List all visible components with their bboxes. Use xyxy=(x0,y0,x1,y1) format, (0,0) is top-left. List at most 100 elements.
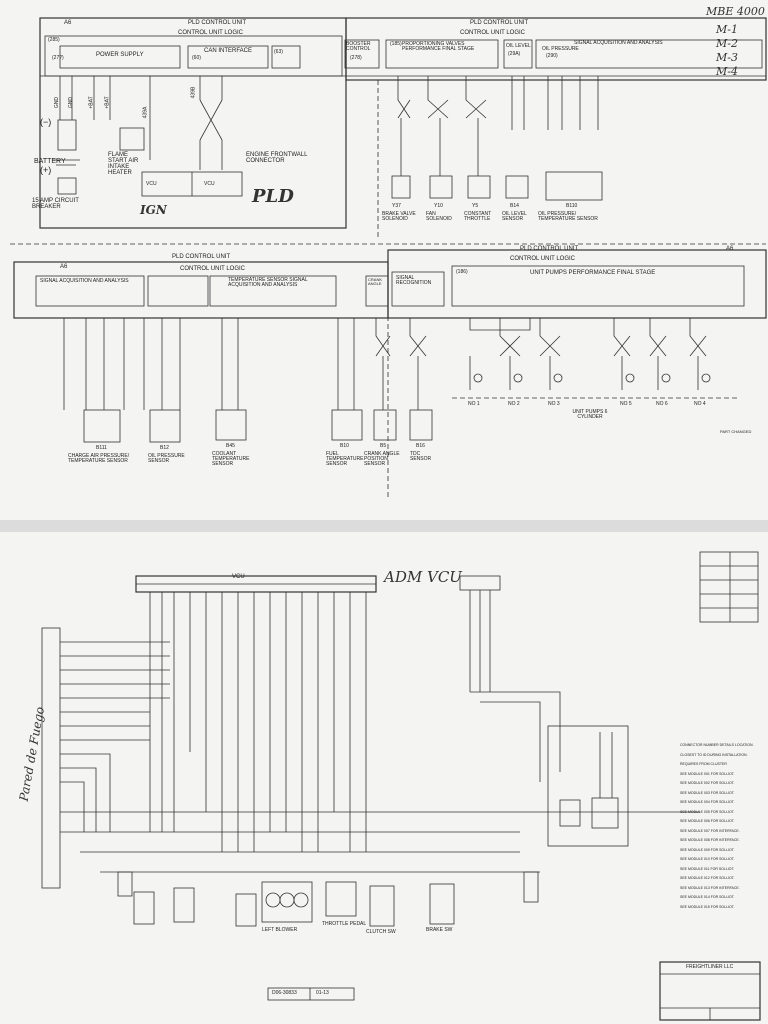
battery-plus: (+) xyxy=(40,165,52,175)
proportioning-ref: (185) xyxy=(390,41,402,47)
drawing-number: D06-30833 xyxy=(272,990,297,996)
m-list-2: M-2 xyxy=(716,37,738,50)
notes-list: CONNECTOR NUMBER DETAILS LOCATION. CLOSE… xyxy=(680,743,766,915)
m-list-1: M-1 xyxy=(716,23,738,36)
pump-label-4: NO 5 xyxy=(620,401,632,407)
upper-left-logic: CONTROL UNIT LOGIC xyxy=(178,30,244,36)
drawing-sheet: 01-13 xyxy=(316,990,329,996)
note-item: SEE MODULE 008 FOR INTERFACE. xyxy=(680,838,740,842)
oil-level-label: OIL LEVEL xyxy=(506,43,531,49)
flame-label: FLAME START AIR INTAKE HEATER xyxy=(108,152,139,176)
sensor-b5-label: CRANK ANGLE POSITION SENSOR xyxy=(364,451,400,467)
pld-wiring-drawing xyxy=(10,17,767,500)
sensor-y37-label: BRAKE VALVE SOLENOID xyxy=(382,211,416,222)
note-item: SEE MODULE 001 FOR SOLLIOT. xyxy=(680,771,735,776)
sensor-b5-id: B5 xyxy=(380,443,387,449)
signal-acq-label: SIGNAL ACQUISITION AND ANALYSIS xyxy=(574,40,663,46)
booster-ref: (278) xyxy=(350,55,362,61)
note-item: REQUIRES FROM CLUSTER xyxy=(680,762,727,766)
lower-temp-sensor: TEMPERATURE SENSOR SIGNAL ACQUISITION AN… xyxy=(228,277,308,288)
booster-label: BOOSTER CONTROL xyxy=(346,41,371,52)
note-item: SEE MODULE 011 FOR SOLLIOT. xyxy=(680,866,735,871)
proportioning-label: PROPORTIONING VALVES PERFORMANCE FINAL S… xyxy=(402,41,475,52)
sensor-b14-id: B14 xyxy=(510,203,519,209)
adm-vcu-title: ADM VCU xyxy=(384,568,462,586)
lower-signal-acq: SIGNAL ACQUISITION AND ANALYSIS xyxy=(40,278,129,284)
oil-level-ref: (29A) xyxy=(508,51,521,57)
sensor-y10-id: Y10 xyxy=(434,203,443,209)
lower-signal-recog: SIGNAL RECOGNITION xyxy=(396,275,432,286)
note-item: SEE MODULE 004 FOR SOLLIOT. xyxy=(680,800,735,804)
bottom-label-2: THROTTLE PEDAL xyxy=(322,921,367,927)
note-item: CLOSEST TO ID DURING INSTALLATION. xyxy=(680,752,748,757)
upper-left-title: PLD CONTROL UNIT xyxy=(188,20,247,26)
breaker-label: 15 AMP CIRCUIT BREAKER xyxy=(32,198,79,210)
note-item: SEE MODULE 014 FOR SOLLIOT. xyxy=(680,895,735,899)
pump-label-6: NO 4 xyxy=(694,401,706,407)
note-item: SEE MODULE 006 FOR SOLLIOT. xyxy=(680,819,735,823)
sheet-divider xyxy=(0,520,768,532)
corner-note: MBE 4000 xyxy=(706,5,765,18)
power-ref: (285) xyxy=(48,37,60,43)
sensor-b14-label: OIL LEVEL SENSOR xyxy=(502,211,527,222)
oil-pressure-label: OIL PRESSURE xyxy=(542,46,579,52)
can-interface-label: CAN INTERFACE xyxy=(204,48,253,54)
wire-code-6: 439B xyxy=(190,86,197,99)
sensor-b111-label: CHARGE AIR PRESSURE/ TEMPERATURE SENSOR xyxy=(68,453,130,464)
sensor-y5-id: Y5 xyxy=(472,203,479,209)
pump-label-3: NO 3 xyxy=(548,401,560,407)
note-item: SEE MODULE 009 FOR SOLLIOT. xyxy=(680,847,735,852)
sensor-b45-label: COOLANT TEMPERATURE SENSOR xyxy=(212,451,250,467)
lower-right-logic: CONTROL UNIT LOGIC xyxy=(510,256,576,262)
sensor-y37-id: Y37 xyxy=(392,203,401,209)
sensor-b45-id: B45 xyxy=(226,443,235,449)
note-item: SEE MODULE 005 FOR SOLLIOT. xyxy=(680,809,735,814)
sensor-b12-label: OIL PRESSURE SENSOR xyxy=(148,453,185,464)
battery-label: BATTERY xyxy=(34,158,66,165)
oil-pressure-ref: (290) xyxy=(546,53,558,59)
note-item: SEE MODULE 007 FOR INTERFACE. xyxy=(680,828,740,833)
wire-code-1: GND xyxy=(54,96,61,109)
adm-vcu-drawing xyxy=(41,551,761,1021)
sensor-b111-id: B111 xyxy=(96,445,107,451)
bottom-label-1: LEFT BLOWER xyxy=(262,927,298,933)
note-item: SEE MODULE 002 FOR SOLLIOT. xyxy=(680,781,735,785)
upper-right-logic: CONTROL UNIT LOGIC xyxy=(460,30,526,36)
pump-label-1: NO 1 xyxy=(468,401,480,407)
power-sub: (27?) xyxy=(52,55,64,61)
note-item: SEE MODULE 015 FOR SOLLIOT. xyxy=(680,904,735,909)
sensor-b110-label: OIL PRESSURE/ TEMPERATURE SENSOR xyxy=(538,211,598,222)
note-item: CONNECTOR NUMBER DETAILS LOCATION. xyxy=(680,743,754,747)
upper-right-title: PLD CONTROL UNIT xyxy=(470,20,529,26)
part-changed-note: PART CHANGED xyxy=(720,429,752,434)
pld-wiring-sheet: MBE 4000 M-1 M-2 M-3 M-4 PLD CONTROL UNI… xyxy=(0,0,768,520)
sensor-y10-label: FAN SOLENOID xyxy=(426,211,452,222)
pld-label: PLD xyxy=(252,186,294,207)
sensor-b16-id: B16 xyxy=(416,443,425,449)
lower-left-logic: CONTROL UNIT LOGIC xyxy=(180,266,246,272)
lower-unit-pumps: UNIT PUMPS PERFORMANCE FINAL STAGE xyxy=(530,270,656,276)
sensor-b110-id: B110 xyxy=(566,203,578,209)
vcu-top-label: VCU xyxy=(232,574,245,580)
note-item: SEE MODULE 013 FOR INTERFACE. xyxy=(680,885,740,890)
wire-code-3: +BAT xyxy=(88,96,95,109)
wire-code-4: +BAT xyxy=(104,96,111,109)
vcu-label-b: VCU xyxy=(204,181,215,187)
sensor-y5-label: CONSTANT THROTTLE xyxy=(464,211,492,222)
note-item: SEE MODULE 012 FOR SOLLIOT. xyxy=(680,876,735,880)
bottom-label-4: BRAKE SW xyxy=(426,927,453,933)
sensor-b12-id: B12 xyxy=(160,445,169,451)
engine-connector-label: ENGINE FRONTWALL CONNECTOR xyxy=(246,152,308,164)
m-list-4: M-4 xyxy=(716,65,738,78)
lower-left-title: PLD CONTROL UNIT xyxy=(172,254,231,260)
adm-vcu-sheet: ADM VCU VCU Pared de Fuego LEFT BLOWER T… xyxy=(0,532,768,1024)
lower-unit-pumps-ref: (186) xyxy=(456,269,468,275)
bottom-label-3: CLUTCH SW xyxy=(366,929,396,935)
lower-crank: CRANK ANGLE xyxy=(368,277,383,286)
wire-code-2: GND xyxy=(68,96,75,109)
sensor-b16-label: TDC SENSOR xyxy=(410,451,432,462)
pump-label-5: NO 6 xyxy=(656,401,668,407)
can-ref: (60) xyxy=(192,55,201,61)
lower-left-ref: A6 xyxy=(60,264,68,270)
